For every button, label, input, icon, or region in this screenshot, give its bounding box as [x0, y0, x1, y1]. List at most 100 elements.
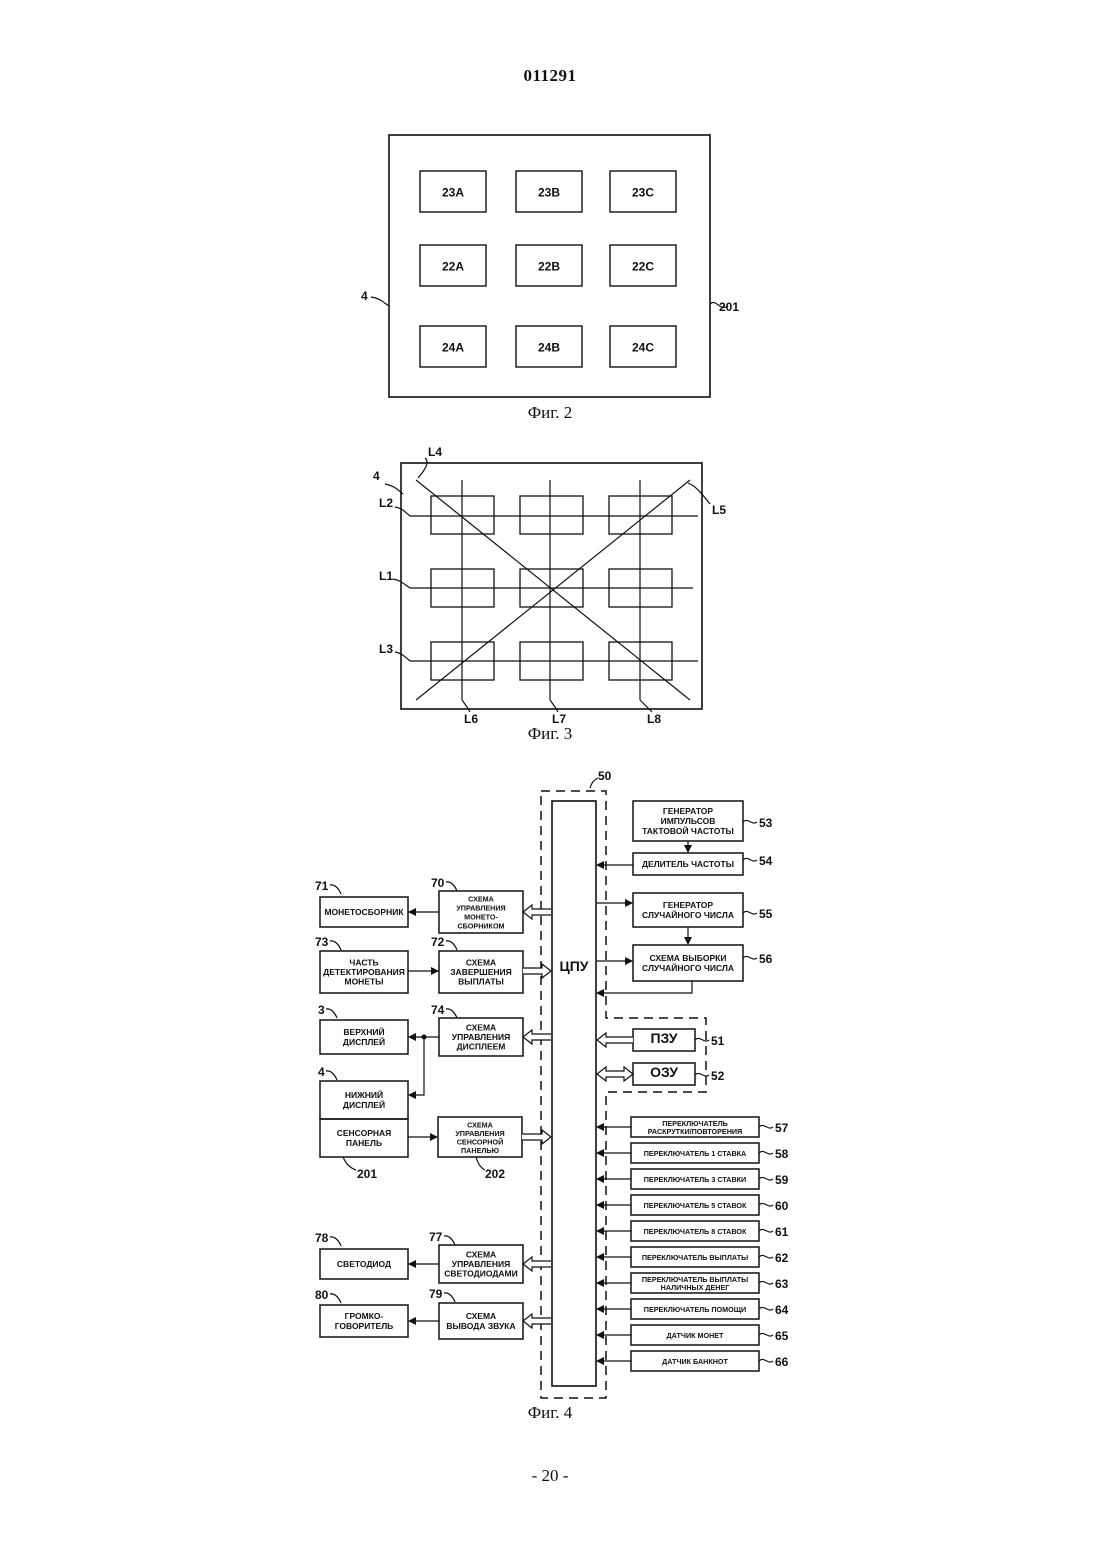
bus-cpu-to-led-ctrl: [523, 1257, 551, 1271]
block-switch-58-text-1: ПЕРЕКЛЮЧАТЕЛЬ 1 СТАВКА: [644, 1149, 746, 1158]
ref-leader-sound-out: [444, 1293, 455, 1302]
block-switch-65-text-1: ДАТЧИК МОНЕТ: [667, 1331, 725, 1340]
block-rng-sample-text-1: СХЕМА ВЫБОРКИ: [650, 953, 727, 963]
ref-leader-rng: [743, 911, 757, 914]
ref-switch-64: 64: [775, 1303, 789, 1317]
ref-divider: 54: [759, 854, 773, 868]
ref-leader-switch-57: [759, 1125, 773, 1128]
ref-leader-coin-detect: [330, 941, 341, 950]
ref-leader-switch-61: [759, 1229, 773, 1232]
block-upper-display-text-1: ВЕРХНИЙ: [343, 1026, 384, 1037]
wire-display-ctrl-to-lower: [409, 1037, 424, 1095]
block-clock-gen-text-1: ГЕНЕРАТОР: [663, 806, 714, 816]
block-led-ctrl-text-3: СВЕТОДИОДАМИ: [444, 1269, 517, 1279]
bus-cpu-to-sound-out: [523, 1314, 551, 1328]
ref-leader-hopper-ctrl: [446, 882, 457, 891]
ref-rng-sample: 56: [759, 952, 773, 966]
block-sound-out-text-2: ВЫВОДА ЗВУКА: [446, 1321, 515, 1331]
wire-sample-to-cpu: [597, 981, 692, 993]
bus-ram-cpu: [597, 1067, 633, 1081]
ref-leader-divider: [743, 858, 757, 861]
block-payout-end-text-1: СХЕМА: [466, 958, 496, 968]
fig4-caption: Фиг. 4: [0, 1403, 1100, 1423]
ref-switch-66: 66: [775, 1355, 789, 1369]
ref-leader-switch-65: [759, 1333, 773, 1336]
block-display-ctrl-text-2: УПРАВЛЕНИЯ: [452, 1032, 510, 1042]
ref-leader-display-ctrl: [446, 1009, 457, 1018]
block-rng-sample-text-2: СЛУЧАЙНОГО ЧИСЛА: [642, 962, 734, 973]
block-payout-end-text-2: ЗАВЕРШЕНИЯ: [450, 967, 512, 977]
ref-sound-out: 79: [429, 1287, 443, 1301]
block-hopper-ctrl-text-3: МОНЕТО-: [464, 913, 498, 922]
block-led-ctrl-text-2: УПРАВЛЕНИЯ: [452, 1259, 510, 1269]
block-led-text-1: СВЕТОДИОД: [337, 1259, 391, 1269]
bus-payout-end-to-cpu: [523, 964, 551, 978]
block-clock-gen-text-3: ТАКТОВОЙ ЧАСТОТЫ: [642, 825, 734, 836]
ref-leader-switch-64: [759, 1307, 773, 1310]
block-switch-57-text-2: РАСКРУТКИ/ПОВТОРЕНИЯ: [648, 1127, 742, 1136]
block-speaker-text-2: ГОВОРИТЕЛЬ: [335, 1321, 394, 1331]
ref-leader-led-ctrl: [444, 1236, 455, 1245]
block-display-ctrl-text-1: СХЕМА: [466, 1023, 496, 1033]
ref-coin-detect: 73: [315, 935, 329, 949]
block-switch-59-text-1: ПЕРЕКЛЮЧАТЕЛЬ 3 СТАВКИ: [644, 1175, 746, 1184]
ref-payout-end: 72: [431, 935, 445, 949]
block-payout-end-text-3: ВЫПЛАТЫ: [458, 977, 504, 987]
ref-leader-rng-sample: [743, 956, 757, 959]
block-hopper-ctrl-text-4: СБОРНИКОМ: [457, 922, 504, 931]
block-touch-panel-text-2: ПАНЕЛЬ: [346, 1138, 382, 1148]
block-lower-display-text-2: ДИСПЛЕЙ: [343, 1099, 385, 1110]
ref-ram: 52: [711, 1069, 725, 1083]
ref-leader-touch-ctrl: [476, 1157, 485, 1170]
ref-leader-switch-66: [759, 1359, 773, 1362]
block-led-ctrl-text-1: СХЕМА: [466, 1250, 496, 1260]
ref-upper-display: 3: [318, 1003, 325, 1017]
ref-led-ctrl: 77: [429, 1230, 443, 1244]
block-hopper-ctrl-text-2: УПРАВЛЕНИЯ: [456, 904, 505, 913]
ref-leader-switch-63: [759, 1281, 773, 1284]
ref-leader-upper-display: [326, 1009, 337, 1018]
ref-leader-ram: [695, 1073, 709, 1076]
ref-led: 78: [315, 1231, 329, 1245]
ref-leader-switch-60: [759, 1203, 773, 1206]
cpu-label: ЦПУ: [560, 958, 589, 974]
block-coin-detect-text-3: МОНЕТЫ: [344, 977, 383, 987]
bus-rom-to-cpu: [597, 1033, 633, 1047]
ref-leader-lower-display: [326, 1071, 337, 1080]
ref-rom: 51: [711, 1034, 725, 1048]
bus-cpu-to-display-ctrl: [523, 1030, 551, 1044]
ref-touch-panel: 201: [357, 1167, 377, 1181]
ref-leader-rom: [695, 1038, 709, 1041]
cpu-block: [552, 801, 596, 1386]
ref-touch-ctrl: 202: [485, 1167, 505, 1181]
ref-leader-led: [330, 1237, 341, 1246]
cpu-ref: 50: [598, 769, 612, 783]
ref-leader-payout-end: [446, 941, 457, 950]
ref-leader-switch-58: [759, 1151, 773, 1154]
block-switch-63-text-2: НАЛИЧНЫХ ДЕНЕГ: [661, 1283, 730, 1292]
block-rng-text-1: ГЕНЕРАТОР: [663, 900, 714, 910]
block-switch-60-text-1: ПЕРЕКЛЮЧАТЕЛЬ 5 СТАВОК: [644, 1201, 747, 1210]
block-hopper-ctrl-text-1: СХЕМА: [468, 895, 494, 904]
bus-touch-ctrl-to-cpu: [522, 1130, 551, 1144]
ref-speaker: 80: [315, 1288, 329, 1302]
ref-hopper: 71: [315, 879, 329, 893]
ref-clock-gen: 53: [759, 816, 773, 830]
block-upper-display-text-2: ДИСПЛЕЙ: [343, 1036, 385, 1047]
ref-switch-65: 65: [775, 1329, 789, 1343]
cpu-ref-leader: [590, 778, 598, 788]
ref-leader-switch-59: [759, 1177, 773, 1180]
block-speaker-text-1: ГРОМКО-: [345, 1311, 384, 1321]
ref-hopper-ctrl: 70: [431, 876, 445, 890]
block-ram-text-1: ОЗУ: [650, 1064, 678, 1080]
ref-leader-touch-panel: [343, 1157, 356, 1170]
block-clock-gen-text-2: ИМПУЛЬСОВ: [661, 816, 716, 826]
ref-switch-60: 60: [775, 1199, 789, 1213]
ref-switch-63: 63: [775, 1277, 789, 1291]
bus-cpu-to-hopper-ctrl: [523, 905, 551, 919]
block-lower-display-text-1: НИЖНИЙ: [345, 1089, 383, 1100]
ref-leader-hopper: [330, 885, 341, 894]
block-rng-text-2: СЛУЧАЙНОГО ЧИСЛА: [642, 909, 734, 920]
block-divider-text-1: ДЕЛИТЕЛЬ ЧАСТОТЫ: [642, 859, 734, 869]
block-switch-64-text-1: ПЕРЕКЛЮЧАТЕЛЬ ПОМОЩИ: [644, 1305, 746, 1314]
